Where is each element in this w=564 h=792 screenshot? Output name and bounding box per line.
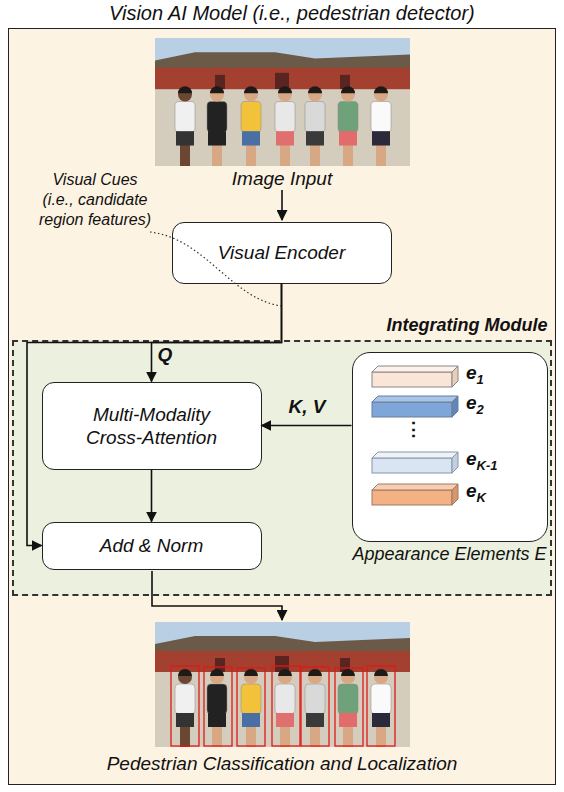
element-name: eK — [466, 480, 526, 505]
element-name: eK-1 — [466, 448, 546, 473]
frame-title: Vision AI Model (i.e., pedestrian detect… — [109, 2, 475, 25]
element-store: Appearance Elements E — [352, 352, 548, 542]
store-title: Appearance Elements E — [333, 544, 564, 565]
box-label: Multi-Modality Cross-Attention — [77, 403, 227, 449]
ellipsis-mark: ⋮ — [404, 418, 424, 441]
process-box: Visual Encoder — [172, 222, 392, 284]
box-label: Add & Norm — [100, 534, 203, 557]
edge-label: K, V — [289, 396, 326, 418]
process-box: Add & Norm — [42, 522, 262, 570]
element-name: e2 — [466, 392, 526, 417]
image-caption: Pedestrian Classification and Localizati… — [62, 753, 502, 775]
group-title: Integrating Module — [387, 315, 548, 336]
element-name: e1 — [466, 362, 526, 387]
process-box: Multi-Modality Cross-Attention — [42, 382, 262, 470]
callout-note: Visual Cues (i.e., candidate region feat… — [36, 170, 154, 230]
box-label: Visual Encoder — [218, 241, 345, 264]
edge-label: Q — [158, 344, 173, 366]
image-caption: Image Input — [182, 168, 382, 190]
